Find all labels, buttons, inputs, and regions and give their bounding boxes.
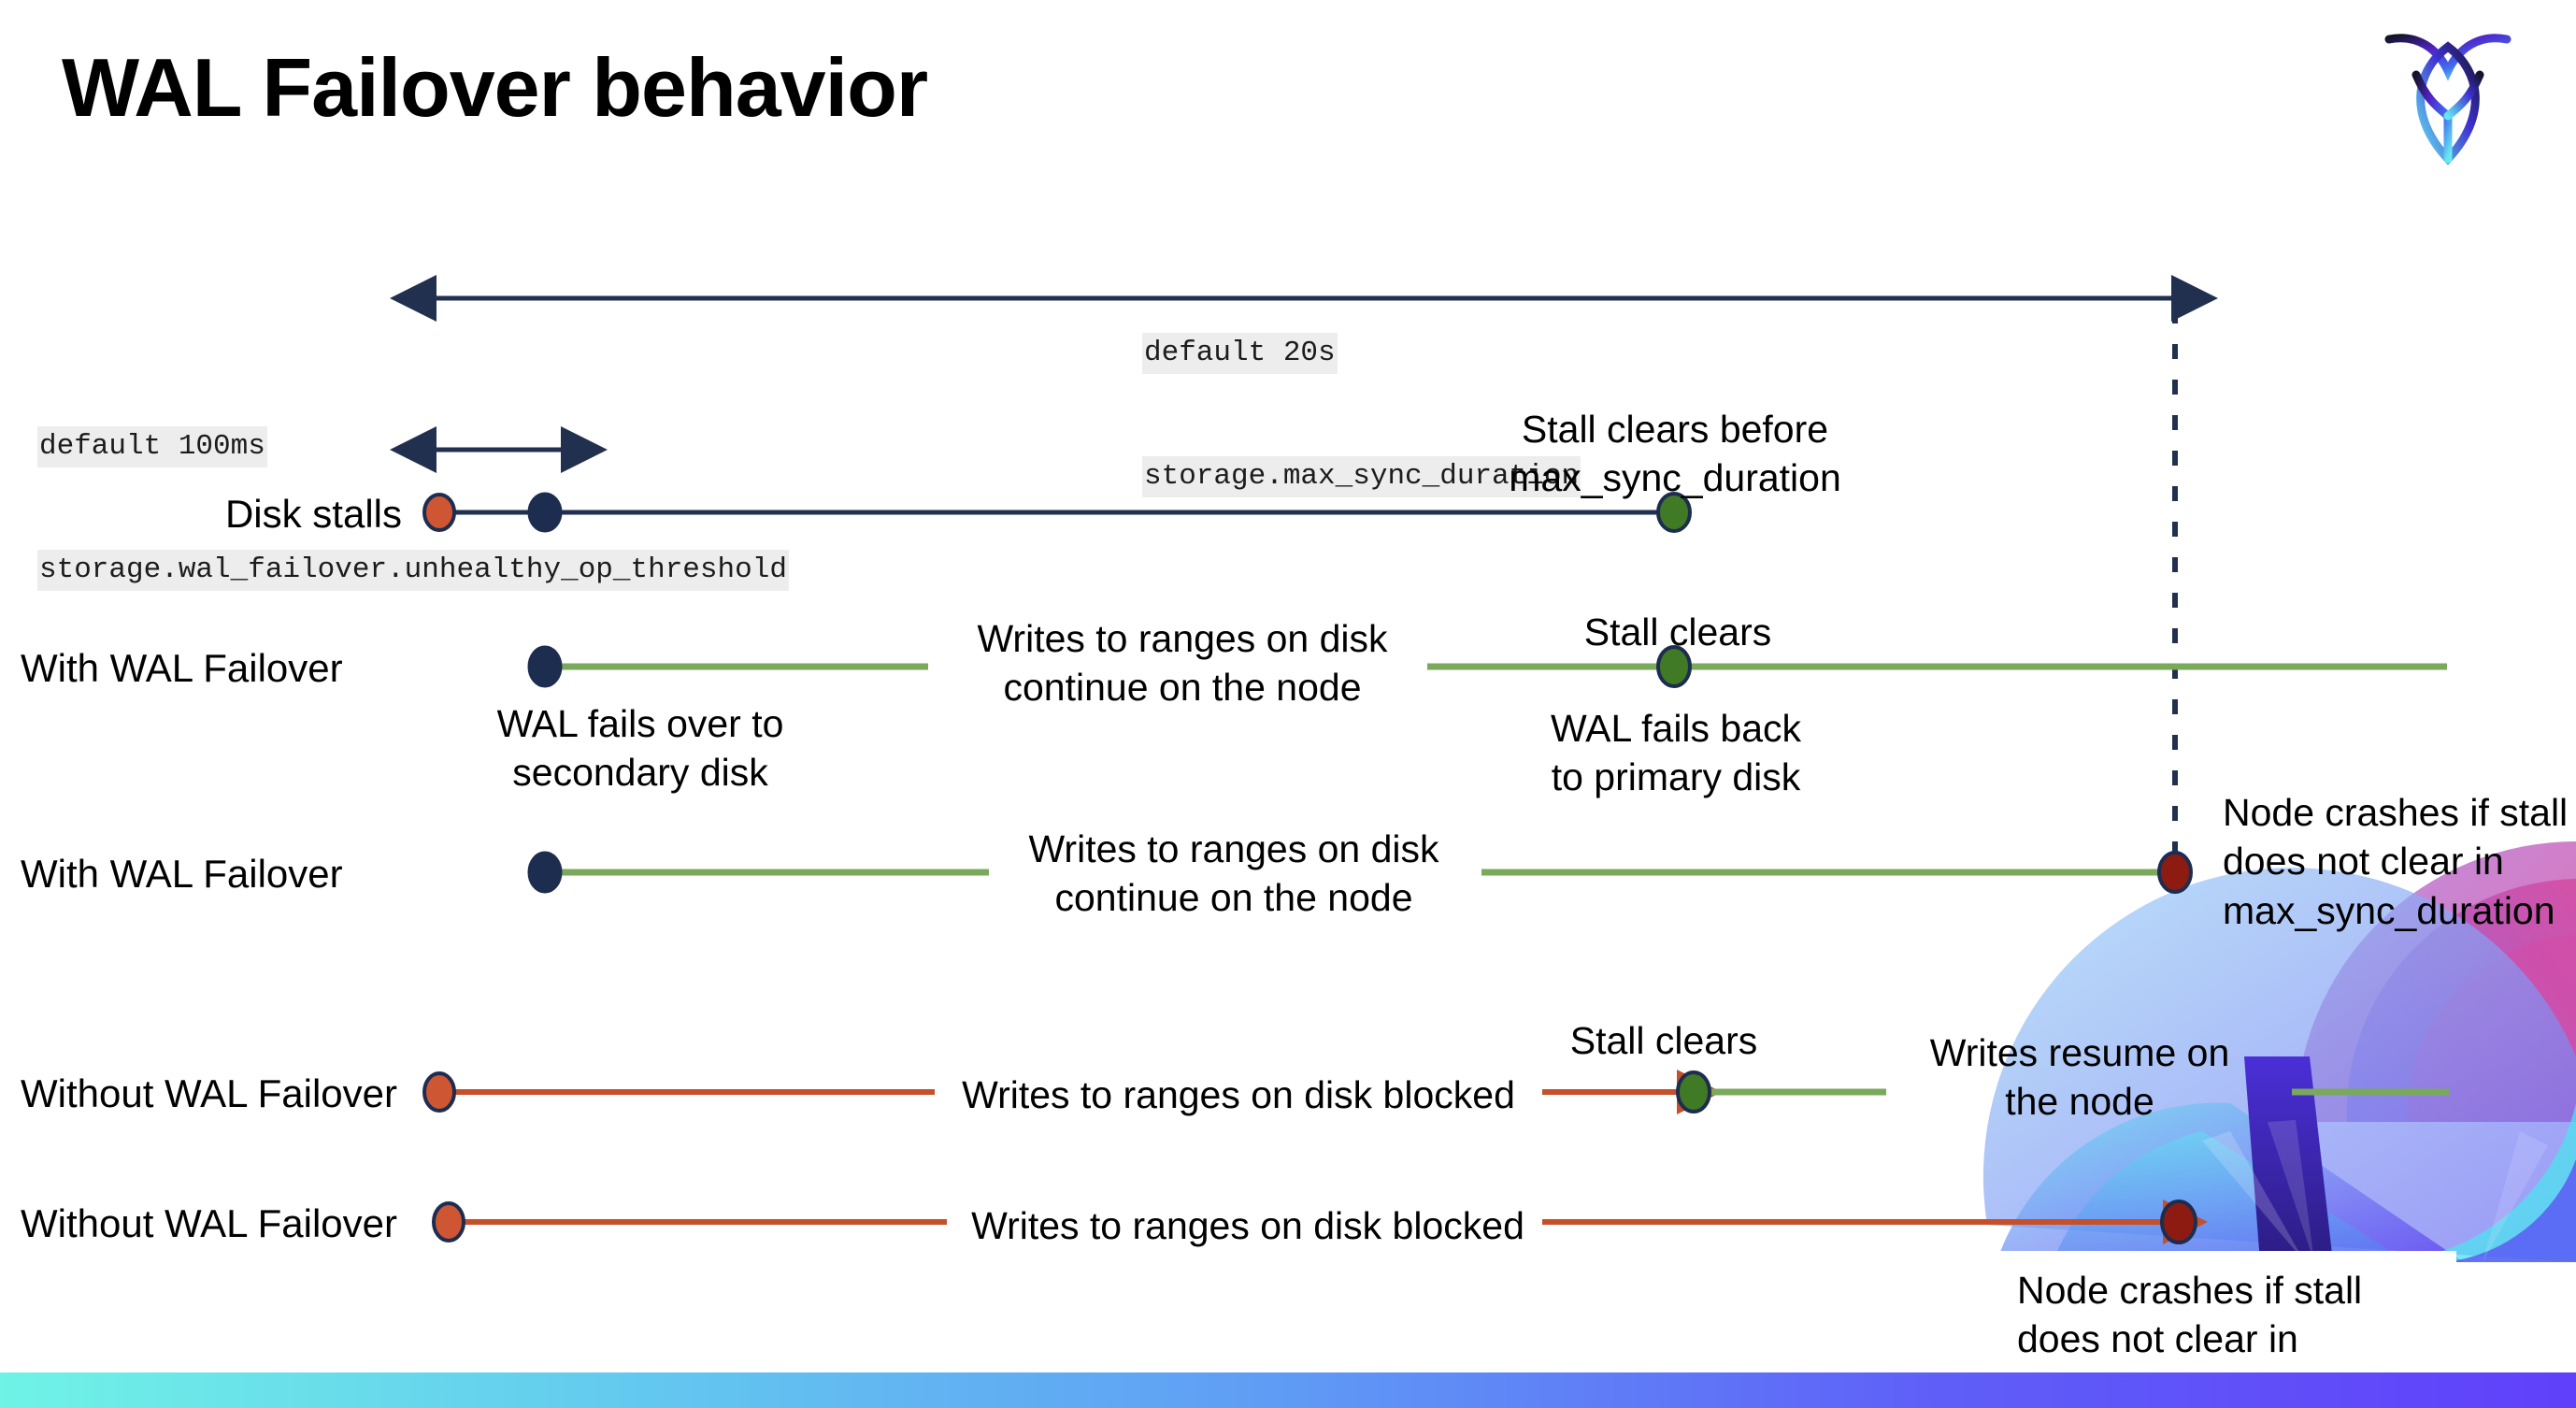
row-label-disk-stalls: Disk stalls <box>224 492 402 536</box>
annotation-node-crashes-1: Node crashes if stall does not clear in … <box>2223 791 2569 932</box>
wal-failover-2-start-dot <box>527 851 563 894</box>
annotation-writes-continue-1: Writes to ranges on disk continue on the… <box>977 617 1388 710</box>
annotation-writes-resume: Writes resume on the node <box>1929 1031 2230 1124</box>
code-top-line2: storage.max_sync_duration <box>1142 456 1581 498</box>
row-label-with-wal-failover-2: With WAL Failover <box>21 852 343 896</box>
wal-failover-2-crash-dot <box>2157 851 2193 894</box>
disk-stalls-start-dot <box>422 493 456 532</box>
annotation-stall-clears-before: Stall clears before max_sync_duration <box>1509 408 1841 500</box>
row-label-without-wal-failover-1: Without WAL Failover <box>21 1071 397 1115</box>
annotation-wal-fails-over: WAL fails over to secondary disk <box>496 702 784 795</box>
annotation-stall-clears-2: Stall clears <box>1569 1019 1758 1062</box>
cockroachdb-logo-icon <box>2378 26 2518 168</box>
annotation-writes-blocked-2: Writes to ranges on disk blocked <box>971 1204 1524 1247</box>
annotation-wal-fails-back: WAL fails back to primary disk <box>1550 707 1802 799</box>
wal-failover-1-start-dot <box>527 645 563 688</box>
code-top-line1: default 20s <box>1142 333 1338 375</box>
code-left-line2: storage.wal_failover.unhealthy_op_thresh… <box>37 550 789 592</box>
without-wal-2-crash-dot <box>2160 1200 2197 1244</box>
without-wal-2-start-dot <box>432 1201 465 1243</box>
page-title: WAL Failover behavior <box>62 41 928 134</box>
code-label-unhealthy-op-threshold: default 100ms storage.wal_failover.unhea… <box>37 344 789 673</box>
row-label-without-wal-failover-2: Without WAL Failover <box>21 1201 397 1245</box>
disk-stalls-failover-dot <box>527 492 563 533</box>
bottom-gradient-bar <box>0 1372 2576 1408</box>
disk-stalls-clear-dot <box>1656 492 1692 533</box>
annotation-writes-blocked-1: Writes to ranges on disk blocked <box>962 1073 1515 1116</box>
wal-failover-1-clear-dot <box>1656 645 1692 688</box>
code-left-line1: default 100ms <box>37 426 267 468</box>
row-label-with-wal-failover-1: With WAL Failover <box>21 646 343 690</box>
code-label-max-sync-duration: default 20s storage.max_sync_duration <box>1142 251 1581 580</box>
without-wal-1-start-dot <box>422 1071 456 1113</box>
without-wal-1-clear-dot <box>1676 1070 1711 1113</box>
annotation-writes-continue-2: Writes to ranges on disk continue on the… <box>1028 827 1439 920</box>
annotation-stall-clears-1: Stall clears <box>1583 611 1772 654</box>
